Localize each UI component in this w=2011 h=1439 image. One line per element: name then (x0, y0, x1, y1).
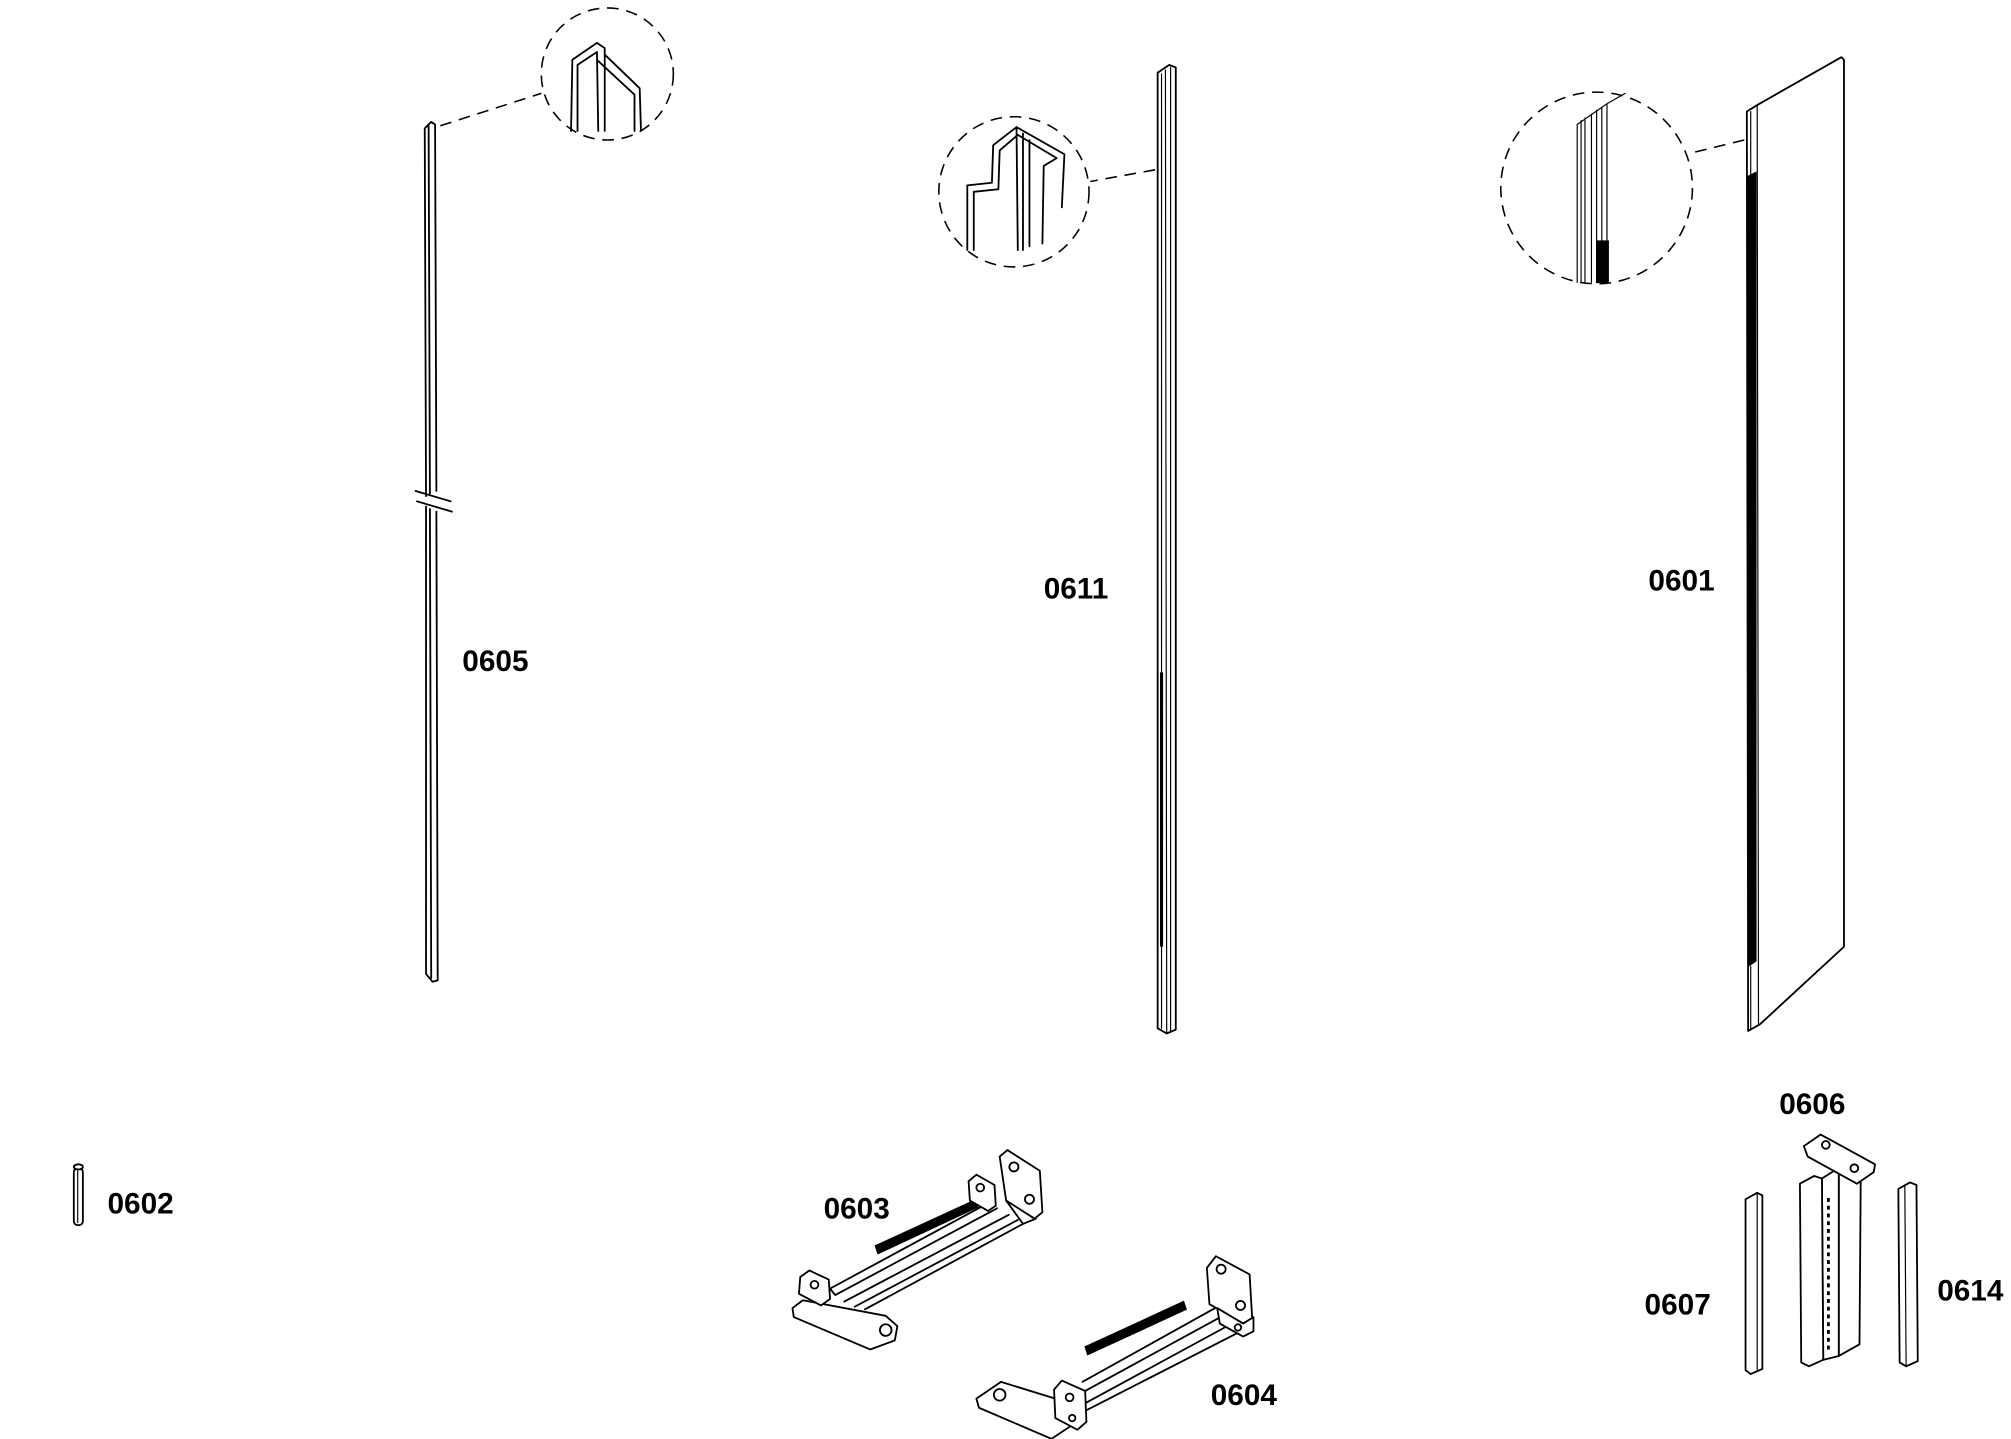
mount-hole (878, 1323, 893, 1337)
part-label-0614: 0614 (1937, 1274, 2004, 1307)
part-label-0606: 0606 (1779, 1088, 1845, 1121)
bracket-flange (1005, 1199, 1037, 1225)
part-0601: 0601 (1500, 56, 1845, 1032)
end-bracket (1205, 1255, 1254, 1325)
part-0607: 0607 (1645, 1191, 1764, 1375)
leader-line (1090, 169, 1156, 183)
mount-hole (1821, 1140, 1831, 1150)
strip-0614 (1897, 1181, 1919, 1368)
part-label-0602: 0602 (107, 1188, 173, 1221)
mount-hole (1064, 1392, 1075, 1403)
part-label-0611: 0611 (1044, 572, 1109, 605)
channel-right (1837, 1164, 1862, 1357)
part-label-0605: 0605 (462, 645, 528, 678)
rail-bar (1084, 1300, 1187, 1356)
mount-hole (1235, 1300, 1246, 1311)
part-0606: 0606 (1779, 1088, 1876, 1368)
strip-0605-upper (423, 120, 438, 498)
part-0611: 0611 (938, 64, 1177, 1035)
mount-hole (809, 1279, 820, 1290)
strip-0614-edge (1904, 1185, 1907, 1366)
leader-line (440, 92, 542, 127)
mount-hole (1215, 1263, 1227, 1275)
detail-circle (938, 115, 1090, 268)
panel-0601-dark-edge (1747, 171, 1757, 968)
mount-hole (1024, 1193, 1035, 1205)
middle-tab (967, 1173, 997, 1212)
part-0614: 0614 (1897, 1181, 2004, 1368)
part-0604: 0604 (975, 1255, 1278, 1439)
part-label-0603: 0603 (824, 1193, 890, 1226)
part-label-0607: 0607 (1645, 1289, 1711, 1322)
part-label-0601: 0601 (1648, 565, 1714, 598)
panel-0601-face-edge (1750, 104, 1760, 1029)
mount-hole (1233, 1323, 1243, 1332)
profile-detail (570, 42, 642, 132)
channel-middle (1821, 1168, 1840, 1361)
strip-0607 (1744, 1191, 1764, 1375)
profile-detail (1576, 92, 1626, 284)
mount-hole (975, 1182, 986, 1193)
pin-body (72, 1167, 84, 1227)
pin-cap (72, 1163, 84, 1171)
part-0605: 0605 (414, 7, 675, 983)
left-tab (1053, 1379, 1088, 1431)
panel-0601-outline (1745, 56, 1845, 1032)
bracket-flange (1216, 1307, 1255, 1338)
mount-hole (1008, 1161, 1020, 1173)
break-mark (414, 490, 453, 513)
part-0602: 0602 (72, 1163, 174, 1227)
strip-0605-lower (425, 505, 439, 983)
part-0603: 0603 (791, 1149, 1044, 1351)
mount-hole (1068, 1413, 1077, 1423)
rail-lines (829, 1202, 1024, 1311)
channel-left (1799, 1175, 1825, 1368)
rail-lines (1077, 1304, 1247, 1416)
mount-hole (1849, 1163, 1860, 1173)
leader-line (1690, 139, 1745, 154)
detail-circle (540, 7, 675, 141)
detail-circle (1500, 91, 1694, 285)
part-label-0604: 0604 (1211, 1379, 1278, 1412)
end-bracket (998, 1149, 1044, 1220)
profile-detail-shade (1595, 240, 1609, 284)
profile-detail (966, 126, 1066, 252)
mount-hole (992, 1388, 1007, 1402)
rail-bar (874, 1199, 979, 1255)
